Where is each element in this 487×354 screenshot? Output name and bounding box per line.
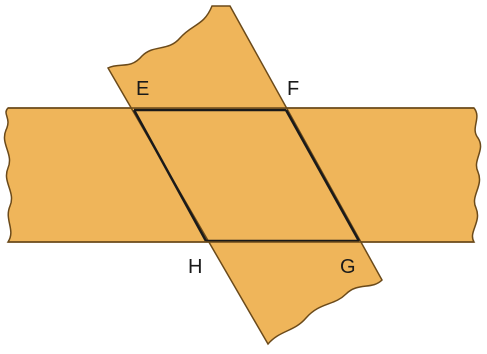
slanted-strip [106, 5, 383, 346]
edge-fg [284, 109, 361, 242]
label-h: H [188, 256, 202, 278]
overlap-parallelogram [132, 108, 361, 243]
edge-he [132, 109, 208, 242]
label-f: F [287, 78, 299, 100]
label-e: E [136, 78, 149, 100]
label-g: G [340, 256, 356, 278]
